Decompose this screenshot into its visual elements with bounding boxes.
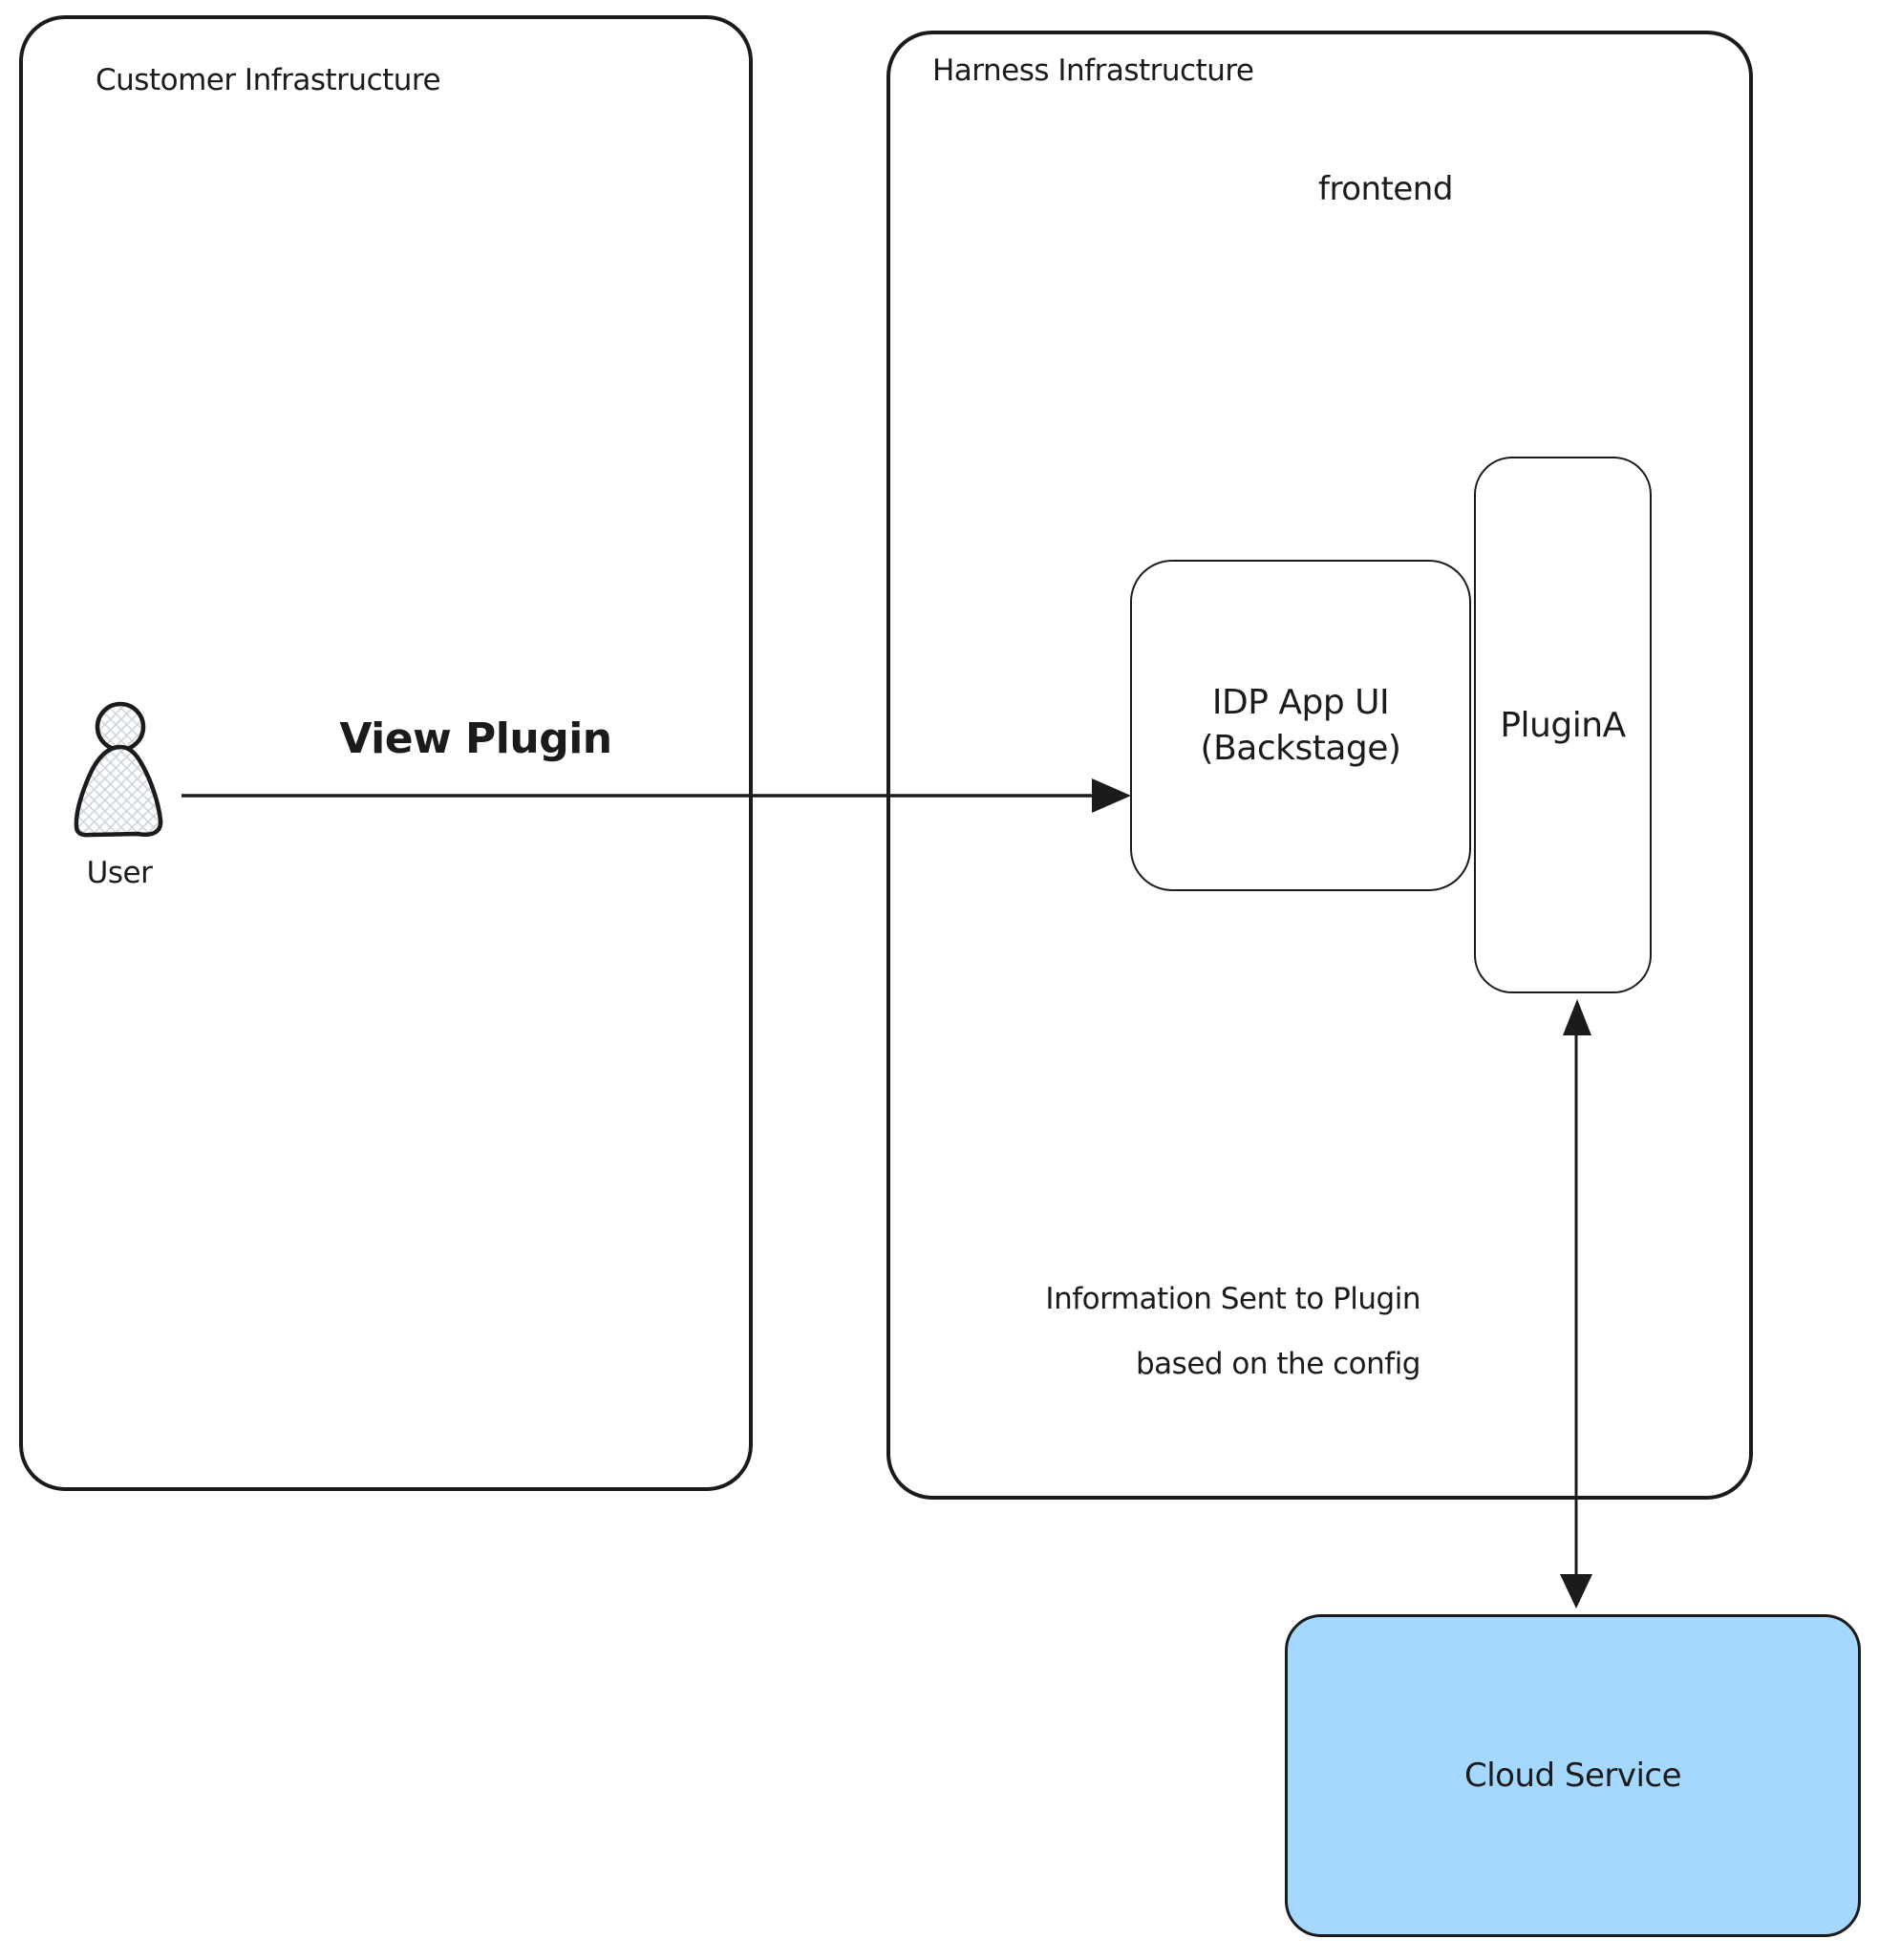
idp-app-ui-line2: (Backstage): [1200, 728, 1401, 768]
view-plugin-arrow-label: View Plugin: [339, 714, 612, 763]
customer-infrastructure-label: Customer Infrastructure: [96, 63, 441, 97]
user-body: [74, 744, 163, 838]
plugina-label: PluginA: [1500, 705, 1626, 745]
information-sent-line2: based on the config: [1136, 1347, 1421, 1381]
frontend-label: frontend: [1318, 170, 1453, 208]
user-head: [95, 701, 146, 753]
information-sent-label: Information Sent to Plugin based on the …: [955, 1267, 1420, 1396]
cloud-service-box: Cloud Service: [1285, 1614, 1861, 1937]
user-person-icon: [74, 701, 163, 838]
cloud-service-label: Cloud Service: [1463, 1757, 1682, 1795]
idp-app-ui-line1: IDP App UI: [1211, 682, 1390, 722]
idp-app-ui-label: IDP App UI (Backstage): [1201, 680, 1401, 771]
customer-infrastructure-box: [19, 15, 753, 1491]
information-sent-line1: Information Sent to Plugin: [1045, 1282, 1420, 1316]
idp-app-ui-box: IDP App UI (Backstage): [1130, 560, 1471, 891]
user-label: User: [86, 856, 153, 890]
plugina-box: PluginA: [1474, 457, 1652, 993]
harness-infrastructure-label: Harness Infrastructure: [932, 53, 1254, 88]
down-arrowhead-icon: [1560, 1574, 1592, 1608]
